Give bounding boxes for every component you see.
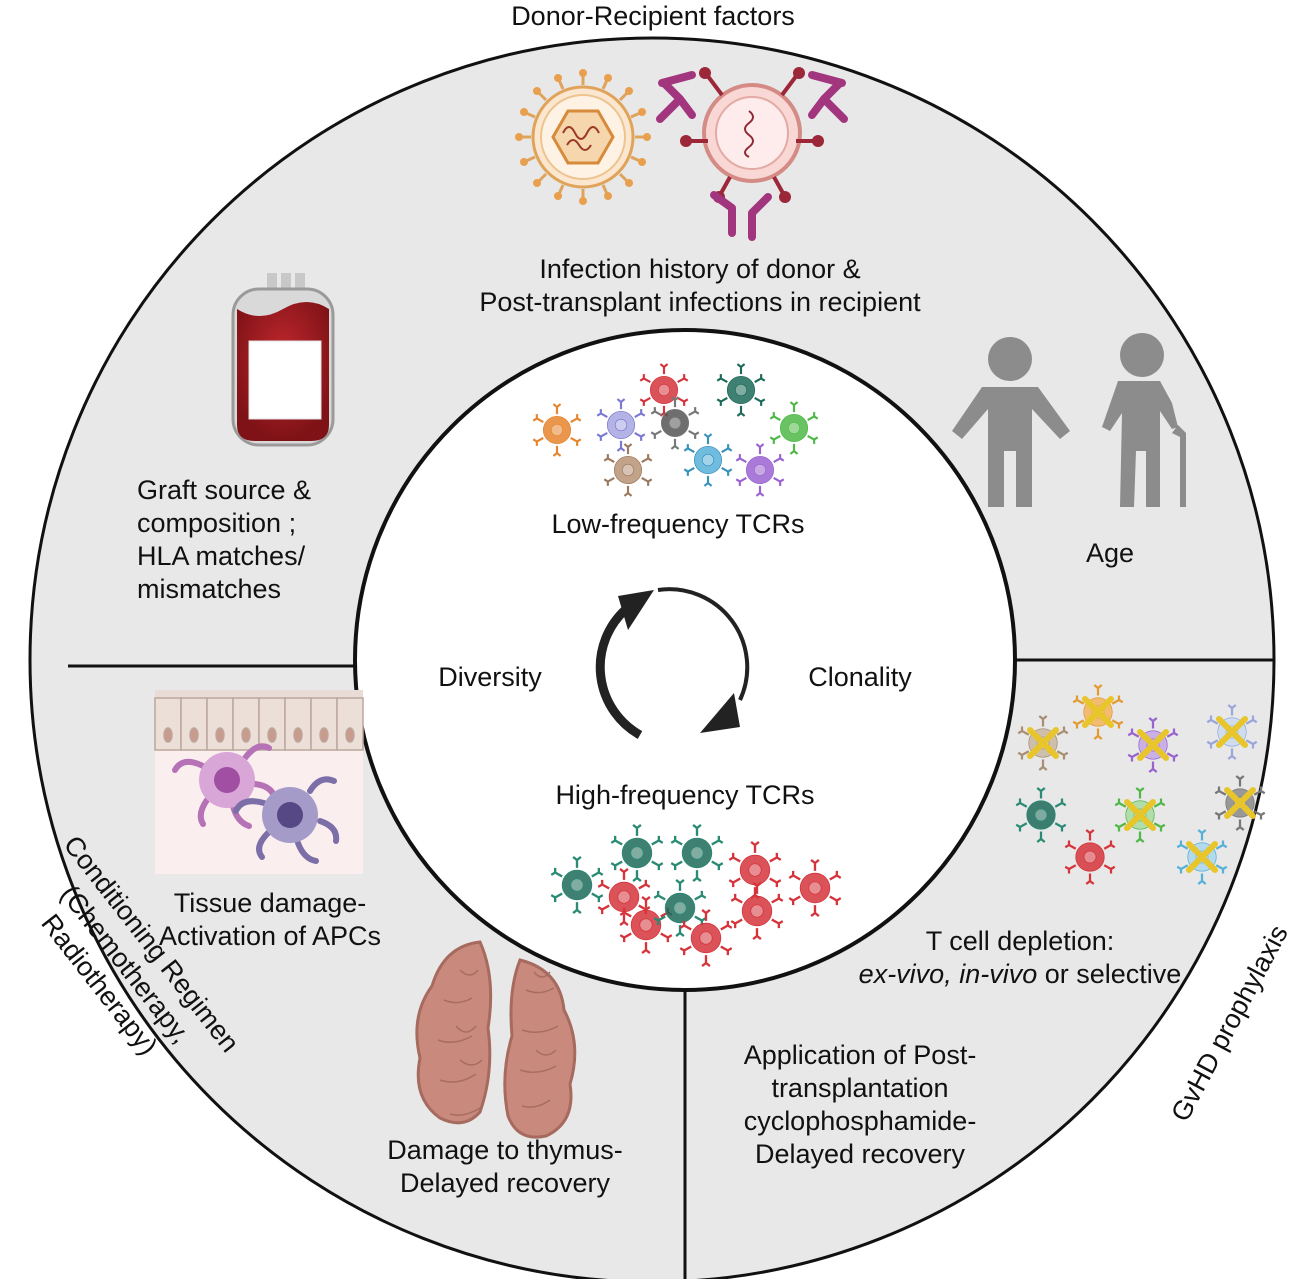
infection-label: Infection history of donor & Post-transp… [400,253,1000,319]
tcd-exvivo: ex-vivo, [858,959,952,989]
ptcy-line1: Application of Post- [743,1040,977,1070]
thymus-line1: Damage to thymus- [387,1135,623,1165]
tcd-line1: T cell depletion: [925,926,1115,956]
graft-line4: mismatches [137,574,282,604]
antibody-virus-icon [656,67,848,241]
clonality-label: Clonality [808,662,912,692]
diversity-label: Diversity [438,662,542,692]
tissue-line1: Tissue damage- [173,888,367,918]
thymus-label: Damage to thymus- Delayed recovery [355,1134,655,1200]
infection-line2: Post-transplant infections in recipient [479,287,921,317]
tcd-label: T cell depletion: ex-vivo, in-vivo or se… [830,925,1210,991]
tissue-label: Tissue damage- Activation of APCs [140,887,400,953]
high-freq-label: High-frequency TCRs [555,780,815,810]
graft-line2: composition ; [137,508,297,538]
graft-line3: HLA matches/ [137,541,306,571]
people-age-icon [952,333,1186,507]
cycle-arrows-icon [595,587,750,739]
thymus-icon [415,940,577,1139]
virus-icon [515,69,651,205]
blood-bag-icon [231,273,335,447]
tissue-line2: Activation of APCs [158,921,382,951]
thymus-line2: Delayed recovery [399,1168,611,1198]
ptcy-label: Application of Post- transplantation cyc… [710,1039,1010,1171]
age-label: Age [1085,538,1135,568]
graft-label: Graft source & composition ; HLA matches… [137,474,377,606]
tcd-line2: ex-vivo, in-vivo or selective [830,958,1210,991]
tcd-invivo: in-vivo [959,959,1038,989]
low-freq-label: Low-frequency TCRs [551,509,805,539]
infection-line1: Infection history of donor & [539,254,861,284]
ptcy-line2: transplantation [771,1073,949,1103]
ptcy-line4: Delayed recovery [754,1139,966,1169]
tcd-rest: or selective [1044,959,1182,989]
depleted-tcell-icon [1015,683,1266,886]
epithelium-apc-icon [154,690,364,874]
graft-line1: Graft source & [137,475,312,505]
inner-circle [353,328,1017,992]
ptcy-line3: cyclophosphamide- [743,1106,977,1136]
page-title: Donor-Recipient factors [511,1,795,31]
